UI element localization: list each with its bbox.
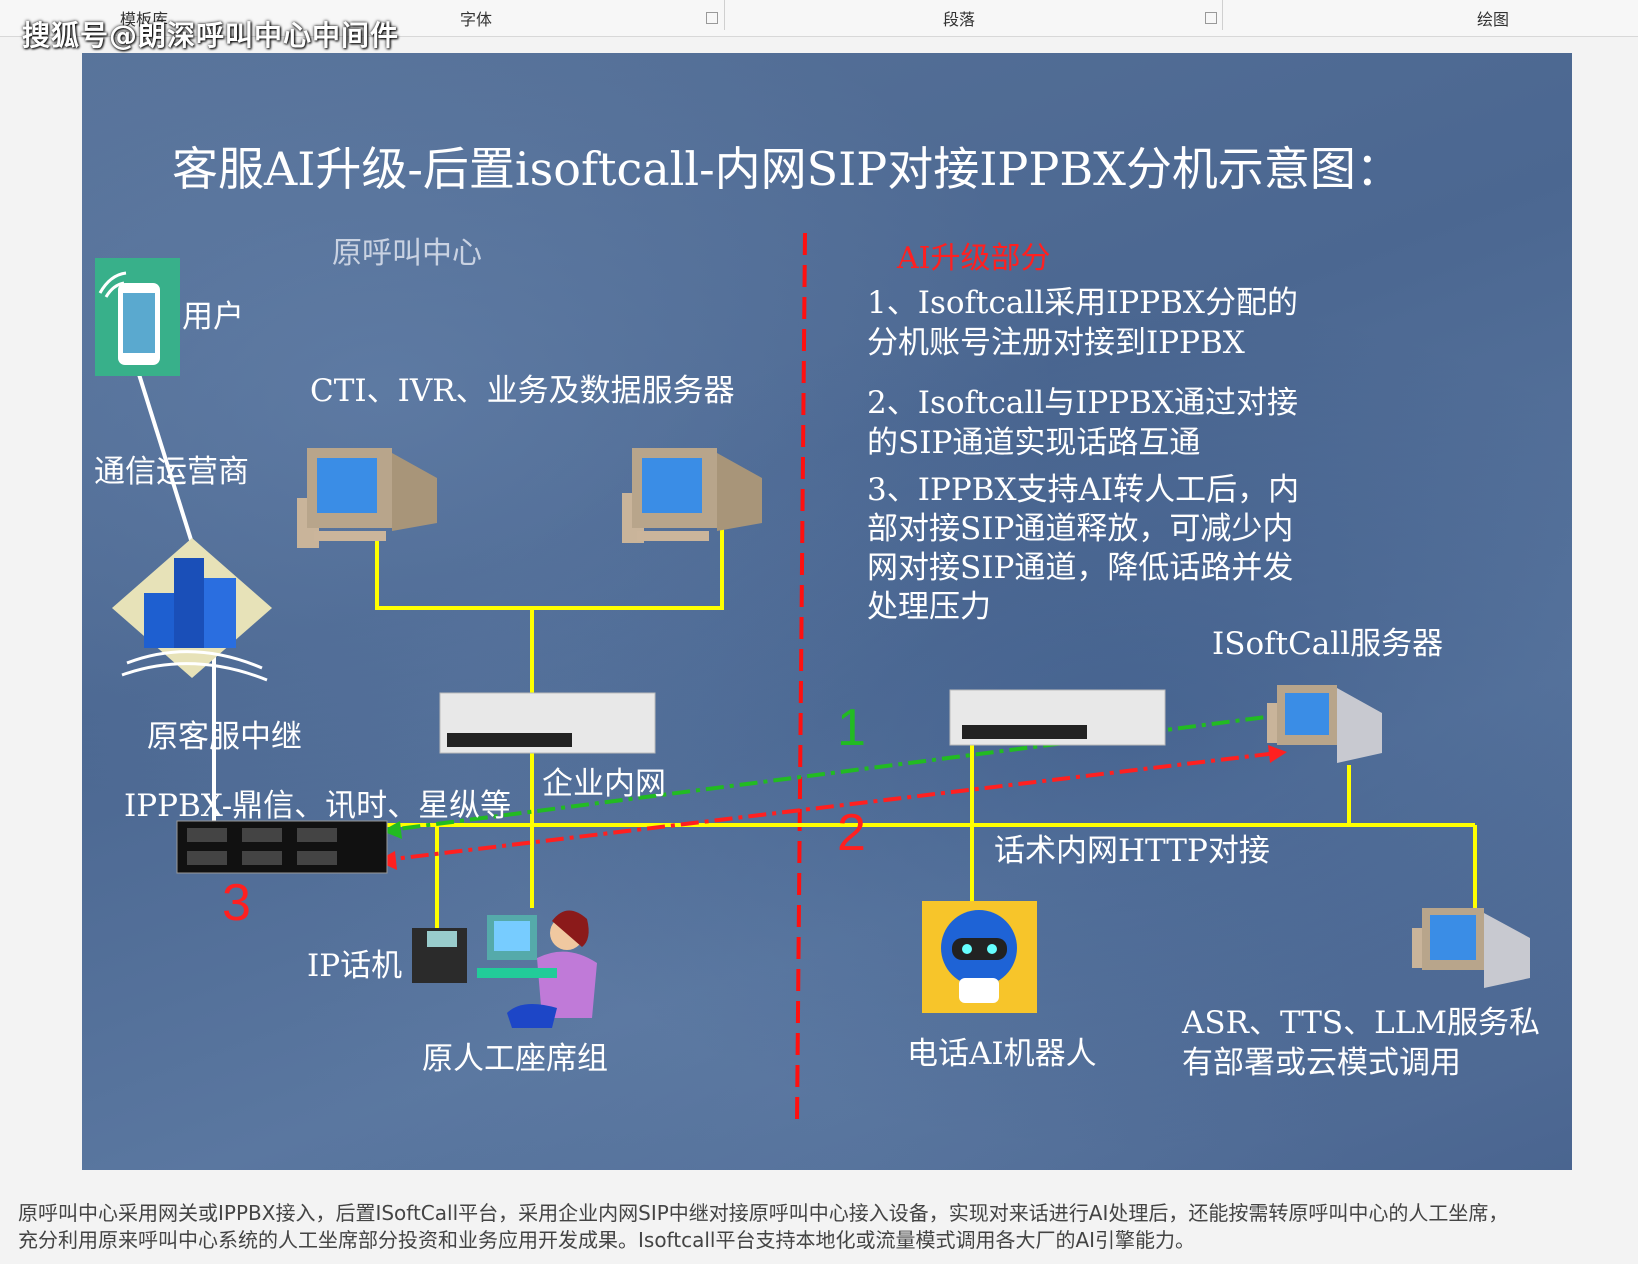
- green-arrowhead: [382, 821, 402, 839]
- lan-switch-icon: [439, 692, 656, 754]
- ribbon-separator: [724, 0, 725, 30]
- red-arrow: [376, 751, 1278, 863]
- ribbon-group-template[interactable]: 模板库: [120, 10, 169, 29]
- step-number-1: 1: [837, 699, 866, 757]
- point-2: 2、Isoftcall与IPPBX通过对接的SIP通道实现话路互通: [867, 385, 1298, 461]
- ribbon-group-drawing[interactable]: 绘图: [1477, 10, 1510, 29]
- asr-label: ASR、TTS、LLM服务私有部署或云模式调用: [1182, 1005, 1541, 1081]
- agent-icon: [477, 910, 597, 1028]
- paragraph-dialog-launcher-icon[interactable]: [1205, 12, 1217, 24]
- slide-title: 客服AI升级-后置isoftcall-内网SIP对接IPPBX分机示意图：: [172, 142, 1402, 196]
- ribbon-group-paragraph[interactable]: 段落: [943, 10, 976, 29]
- ip-phone-label: IP话机: [307, 948, 403, 984]
- carrier-label: 通信运营商: [94, 454, 249, 490]
- lan-links: [372, 528, 1477, 928]
- asr-server-computer-icon: [1412, 908, 1530, 988]
- slide-notes[interactable]: 原呼叫中心采用网关或IPPBX接入，后置ISoftCall平台，采用企业内网SI…: [18, 1200, 1638, 1254]
- lan-label: 企业内网: [542, 766, 666, 802]
- point-3: 3、IPPBX支持AI转人工后，内部对接SIP通道释放，可减少内网对接SIP通道…: [867, 472, 1300, 625]
- ribbon-toolbar: 模板库 字体 段落 绘图: [0, 0, 1638, 37]
- cti-label: CTI、IVR、业务及数据服务器: [310, 373, 735, 409]
- ai-switch-icon: [949, 689, 1166, 746]
- mobile-phone-icon: [95, 258, 180, 376]
- carrier-link: [135, 367, 194, 544]
- ip-phone-icon: [412, 928, 467, 983]
- section-divider: [795, 232, 807, 1124]
- isoftcall-server-computer-icon: [1267, 685, 1382, 763]
- ippbx-label: IPPBX-鼎信、讯时、星纵等: [124, 788, 512, 824]
- ribbon-group-font[interactable]: 字体: [460, 10, 493, 29]
- user-label: 用户: [182, 299, 244, 335]
- computer-icon: [622, 448, 762, 543]
- ippbx-device-icon: [176, 820, 388, 874]
- right-section-title: AI升级部分: [897, 241, 1051, 276]
- font-dialog-launcher-icon[interactable]: [706, 12, 718, 24]
- building-icon: [112, 538, 272, 682]
- notes-line-1: 原呼叫中心采用网关或IPPBX接入，后置ISoftCall平台，采用企业内网SI…: [18, 1201, 1509, 1225]
- http-label: 话术内网HTTP对接: [994, 833, 1270, 869]
- robot-label: 电话AI机器人: [907, 1036, 1097, 1072]
- point-1: 1、Isoftcall采用IPPBX分配的分机账号注册对接到IPPBX: [867, 285, 1298, 361]
- watermark: 搜狐号@朗深呼叫中心中间件: [22, 19, 400, 52]
- step-number-3: 3: [222, 874, 251, 932]
- left-section-title: 原呼叫中心: [332, 236, 482, 271]
- ribbon-separator: [1222, 0, 1223, 30]
- diagram-drawing: [95, 232, 1530, 1124]
- notes-line-2: 充分利用原来呼叫中心系统的人工坐席部分投资和业务应用开发成果。Isoftcall…: [18, 1228, 1196, 1252]
- step-number-2: 2: [837, 804, 866, 862]
- ai-robot-icon: [922, 901, 1037, 1013]
- agents-label: 原人工座席组: [422, 1041, 608, 1077]
- slide-canvas[interactable]: 客服AI升级-后置isoftcall-内网SIP对接IPPBX分机示意图： 原呼…: [82, 53, 1572, 1170]
- isoftcall-server-label: ISoftCall服务器: [1212, 626, 1444, 662]
- red-arrowhead-right: [1268, 745, 1287, 763]
- trunk-label: 原客服中继: [147, 719, 302, 755]
- computer-icon: [297, 448, 437, 548]
